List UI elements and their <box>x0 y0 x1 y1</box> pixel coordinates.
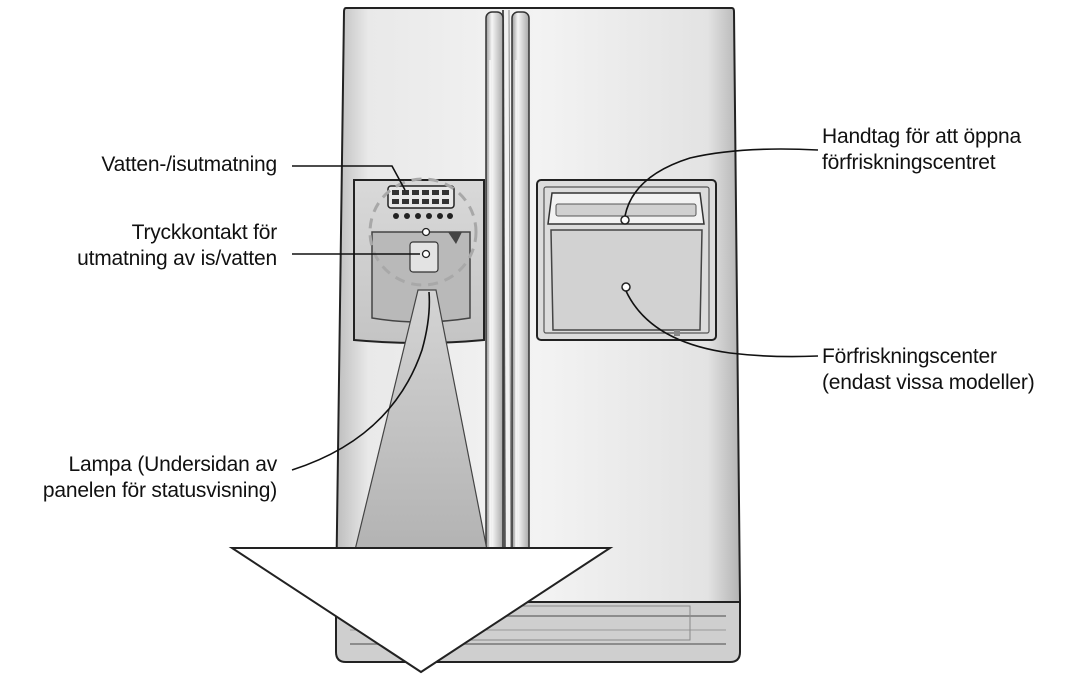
label-handle-line1: Handtag för att öppna <box>822 124 1021 150</box>
refreshment-center <box>537 180 716 340</box>
label-center-line2: (endast vissa modeller) <box>822 370 1035 396</box>
label-refreshment-handle: Handtag för att öppna förfriskningscentr… <box>822 124 1021 176</box>
label-dispenser-line1: Vatten-/isutmatning <box>101 152 277 178</box>
label-dispenser-switch: Tryckkontakt för utmatning av is/vatten <box>77 220 277 272</box>
label-lamp-line1: Lampa (Undersidan av <box>43 452 277 478</box>
label-water-ice-dispenser: Vatten-/isutmatning <box>101 152 277 178</box>
label-handle-line2: förfriskningscentret <box>822 150 1021 176</box>
label-center-line1: Förfriskningscenter <box>822 344 1035 370</box>
label-switch-line2: utmatning av is/vatten <box>77 246 277 272</box>
label-switch-line1: Tryckkontakt för <box>77 220 277 246</box>
label-lamp-line2: panelen för statusvisning) <box>43 478 277 504</box>
label-lamp: Lampa (Undersidan av panelen för statusv… <box>43 452 277 504</box>
label-refreshment-center: Förfriskningscenter (endast vissa modell… <box>822 344 1035 396</box>
